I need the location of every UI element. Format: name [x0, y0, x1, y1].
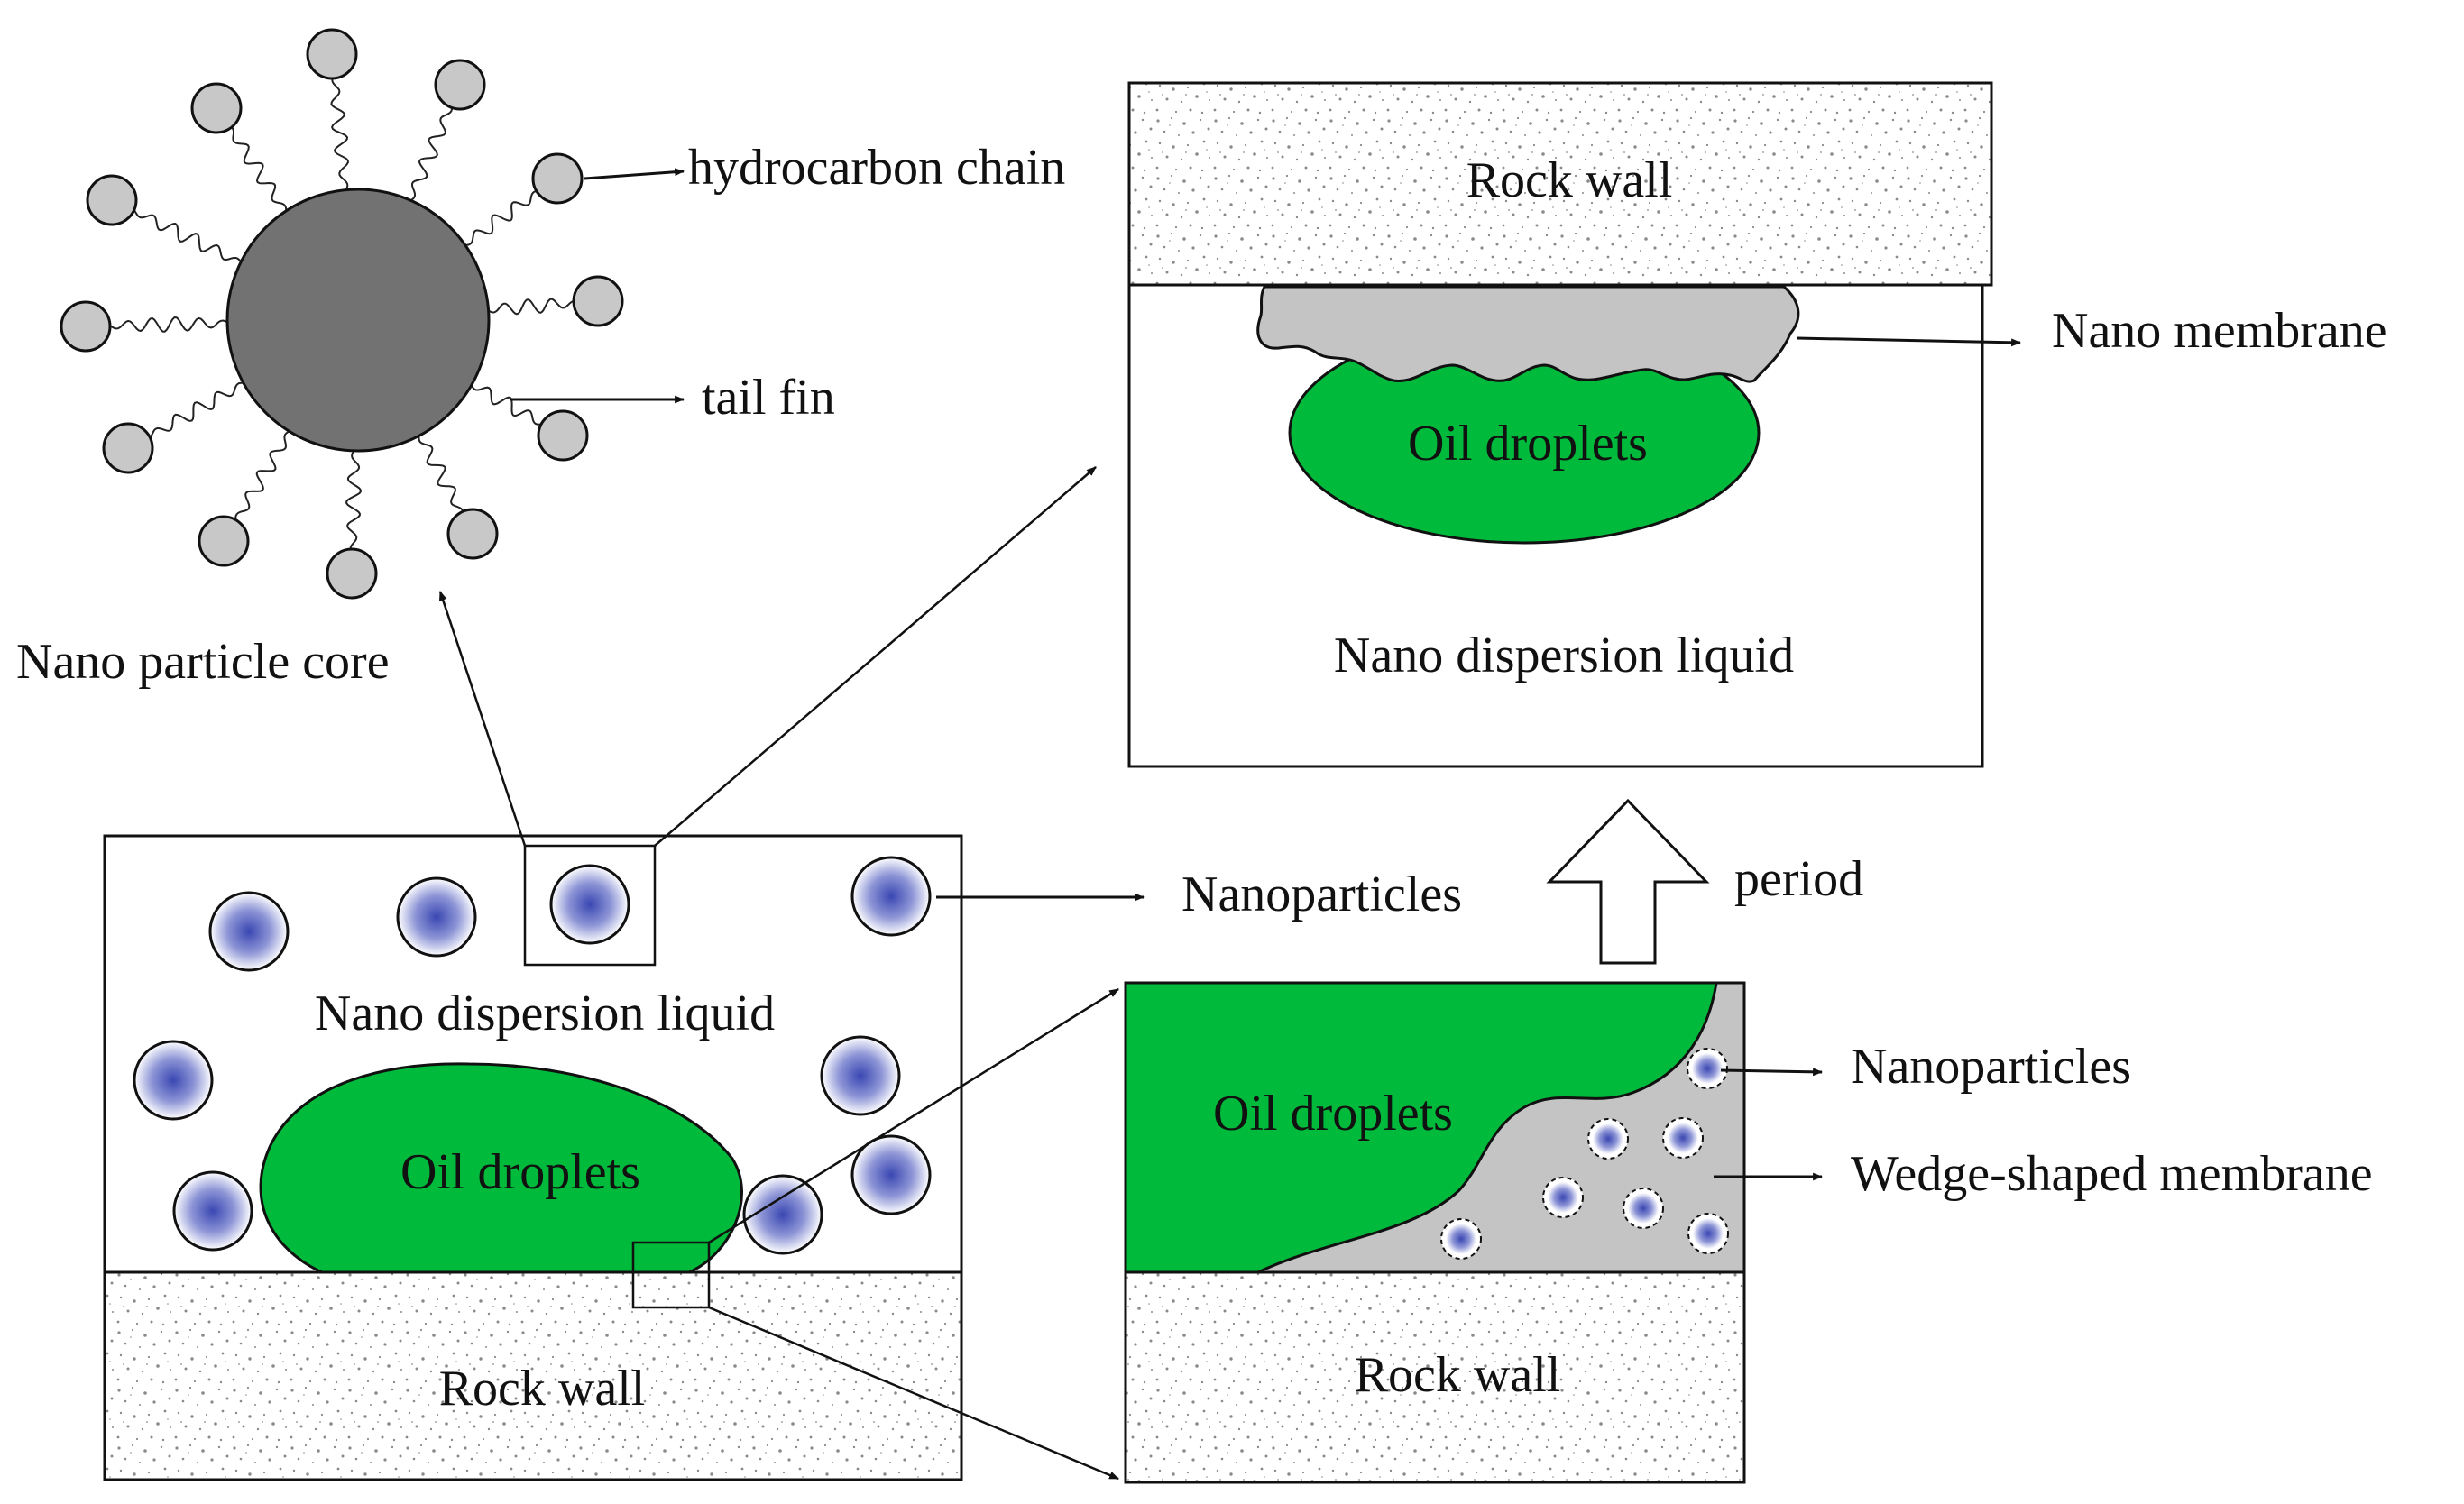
top-rock-wall-label: Rock wall — [1466, 152, 1673, 208]
nanoparticle — [1440, 1218, 1482, 1260]
nanoparticle — [549, 864, 630, 945]
zoom-line-to-wedge-bottom — [708, 1306, 1120, 1481]
top-rock-wall — [1129, 83, 1991, 285]
nanoparticle-molecule — [60, 28, 624, 600]
bl-nanoparticles-label: Nanoparticles — [1181, 867, 1462, 922]
chain-head — [446, 508, 499, 560]
bottom-left-panel: Nano dispersion liquid Oil droplets Rock… — [103, 834, 963, 1481]
chain-head — [531, 152, 584, 205]
nanoparticle — [1587, 1118, 1629, 1160]
bl-oil-droplets-label: Oil droplets — [400, 1144, 640, 1200]
nanoparticle — [1662, 1117, 1704, 1159]
nanoparticle — [172, 1170, 253, 1252]
top-oil-droplets-label: Oil droplets — [1408, 416, 1648, 472]
molecule-zoom-box — [523, 844, 657, 967]
br-oil-region — [1124, 981, 1718, 1274]
nanoparticle — [133, 1040, 214, 1121]
hydrocarbon-chain — [107, 316, 230, 333]
br-rock-wall-label: Rock wall — [1355, 1347, 1561, 1403]
hydrocarbon-chain — [345, 448, 362, 552]
bl-oil-droplet — [259, 1062, 743, 1274]
br-rock-wall — [1126, 1272, 1744, 1482]
nanoparticle — [396, 876, 477, 958]
nanoparticle — [1623, 1188, 1664, 1229]
nanoparticle — [742, 1174, 823, 1255]
zoom-line-to-wedge-top — [708, 987, 1119, 1244]
hydrocarbon-chain — [229, 125, 288, 214]
chain-heads — [60, 28, 624, 600]
nano-membrane-label: Nano membrane — [2052, 303, 2387, 359]
nanoparticle — [820, 1035, 901, 1116]
period-arrow-icon — [1546, 798, 1710, 965]
hydrocarbon-chain — [486, 298, 575, 316]
top-panel: Rock wall Oil droplets Nano dispersion l… — [1127, 81, 1993, 768]
nanoparticle — [1687, 1213, 1729, 1254]
hydrocarbon-chain — [132, 207, 244, 264]
period-label: period — [1734, 851, 1863, 907]
zoom-line-to-molecule — [438, 590, 527, 847]
nanoparticle — [1542, 1177, 1584, 1218]
hydrocarbon-chain — [330, 76, 349, 193]
hydrocarbon-chain — [418, 434, 464, 514]
hydrocarbon-chain — [409, 105, 454, 203]
bl-dispersion-liquid-label: Nano dispersion liquid — [315, 986, 775, 1041]
tail-fin-label: tail fin — [702, 370, 835, 426]
chain-head — [60, 300, 112, 353]
br-nanoparticles-label: Nanoparticles — [1851, 1039, 2131, 1095]
chain-head — [86, 174, 138, 226]
chain-head — [306, 28, 358, 80]
chain-head — [190, 82, 243, 134]
chain-head — [434, 59, 486, 111]
nano-membrane-pointer — [1796, 336, 2022, 347]
hydrocarbon-chain-label: hydrocarbon chain — [688, 140, 1065, 196]
hydrocarbon-chain — [234, 429, 292, 522]
top-dispersion-liquid-label: Nano dispersion liquid — [1334, 628, 1794, 683]
wedge-membrane-label: Wedge-shaped membrane — [1851, 1146, 2373, 1202]
br-oil-droplets-label: Oil droplets — [1213, 1086, 1453, 1142]
br-nanoparticles — [1440, 1048, 1729, 1260]
nanoparticle-core — [225, 188, 491, 453]
hydrocarbon-chain — [469, 382, 544, 426]
nanoparticle — [850, 1134, 932, 1215]
bottom-right-panel: Oil droplets Rock wall — [1124, 981, 1746, 1484]
nanoparticle — [208, 891, 290, 972]
nano-particle-core-label: Nano particle core — [16, 634, 390, 690]
chain-head — [572, 275, 624, 327]
bl-rock-wall-label: Rock wall — [439, 1361, 646, 1417]
hydrocarbon-chain — [148, 381, 246, 440]
wedge-zoom-box — [631, 1241, 711, 1309]
bl-rock-wall — [105, 1272, 961, 1480]
zoom-line-to-top-panel — [654, 466, 1097, 847]
chain-head — [537, 409, 589, 462]
nanoparticle — [1687, 1048, 1728, 1089]
chain-head — [326, 547, 378, 600]
nano-membrane — [1256, 285, 1800, 383]
chain-head — [198, 515, 250, 567]
hydrocarbon-chain — [463, 189, 539, 247]
chain-head — [102, 422, 154, 474]
bl-nanoparticles — [133, 856, 932, 1255]
nanoparticle — [850, 856, 932, 937]
br-nanoparticles-pointer — [1720, 1068, 1824, 1077]
hydrocarbon-chains — [107, 76, 575, 552]
hydrocarbon-chain-pointer — [584, 168, 685, 180]
